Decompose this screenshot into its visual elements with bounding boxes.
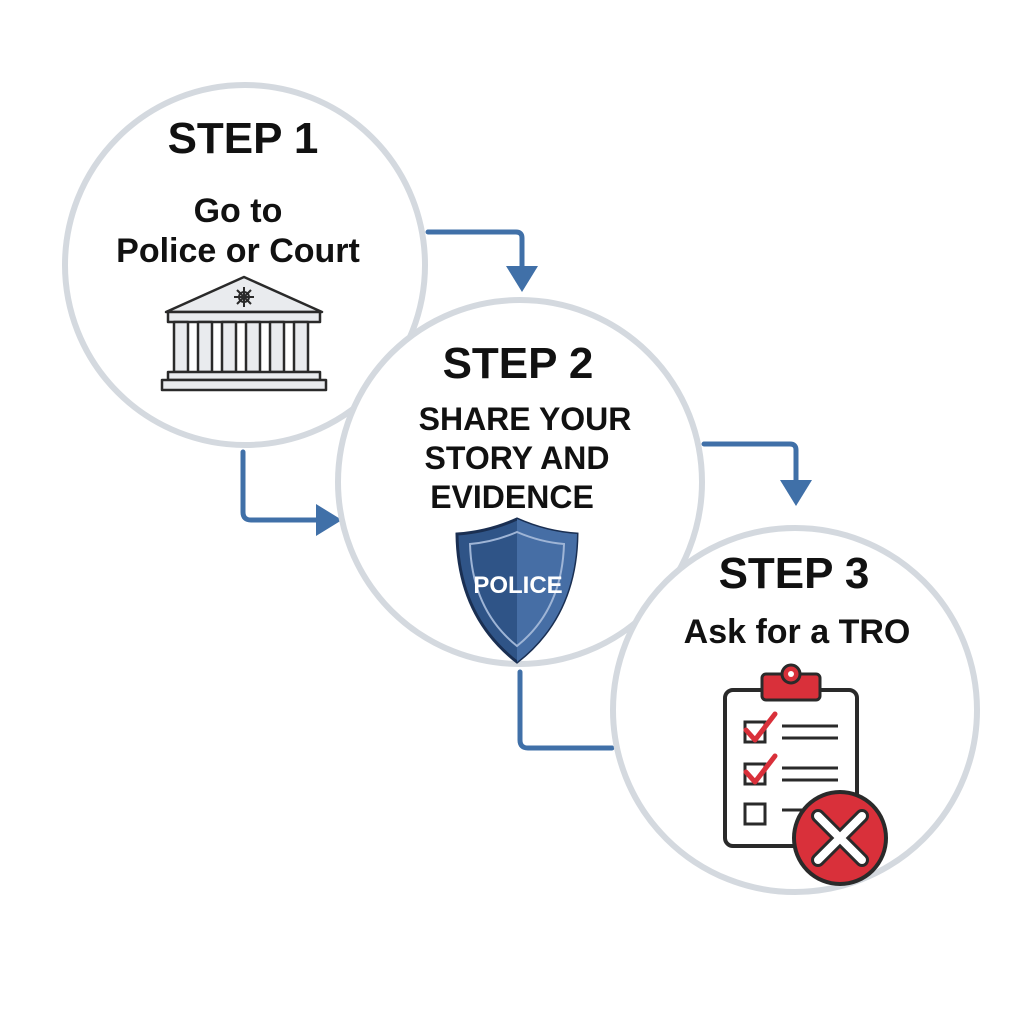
court-emblem-icon xyxy=(234,287,254,307)
checked-item-1 xyxy=(743,711,838,744)
courthouse-icon xyxy=(160,275,328,392)
unchecked-item-3 xyxy=(743,802,802,826)
step-1: STEP 1 Go to Police or Court xyxy=(62,82,428,448)
step-2-line-2: STORY AND xyxy=(425,440,610,476)
clipboard-checklist-icon xyxy=(723,663,888,886)
step-2-circle xyxy=(335,297,705,667)
step-1-title: STEP 1 xyxy=(168,114,319,163)
step-2-line-3: EVIDENCE xyxy=(430,479,594,515)
step-2-title: STEP 2 xyxy=(443,339,594,388)
step-1-circle xyxy=(62,82,428,448)
step-1-line-1: Go to xyxy=(194,192,283,230)
step-3-line-1: Ask for a TRO xyxy=(684,613,911,651)
x-circle-icon xyxy=(792,790,888,886)
connector-step1-to-step2-top xyxy=(425,229,538,292)
check-mark-icon xyxy=(743,711,778,743)
connector-step2-to-step3-top xyxy=(701,441,812,506)
step-2: STEP 2 SHARE YOUR STORY AND EVIDENCE POL… xyxy=(335,297,705,667)
step-2-line-1: SHARE YOUR xyxy=(419,401,632,437)
check-mark-icon xyxy=(743,753,778,785)
step-3-title: STEP 3 xyxy=(719,549,870,598)
police-shield-icon: POLICE xyxy=(455,517,579,664)
step-1-line-2: Police or Court xyxy=(116,232,360,270)
clipboard-clip-icon xyxy=(760,663,822,702)
connector-step1-to-step2-left xyxy=(240,449,342,536)
connector-step2-to-step3-bottom xyxy=(517,669,615,751)
police-badge-text: POLICE xyxy=(473,572,562,599)
step-3: STEP 3 Ask for a TRO xyxy=(610,525,980,895)
checked-item-2 xyxy=(743,753,838,786)
